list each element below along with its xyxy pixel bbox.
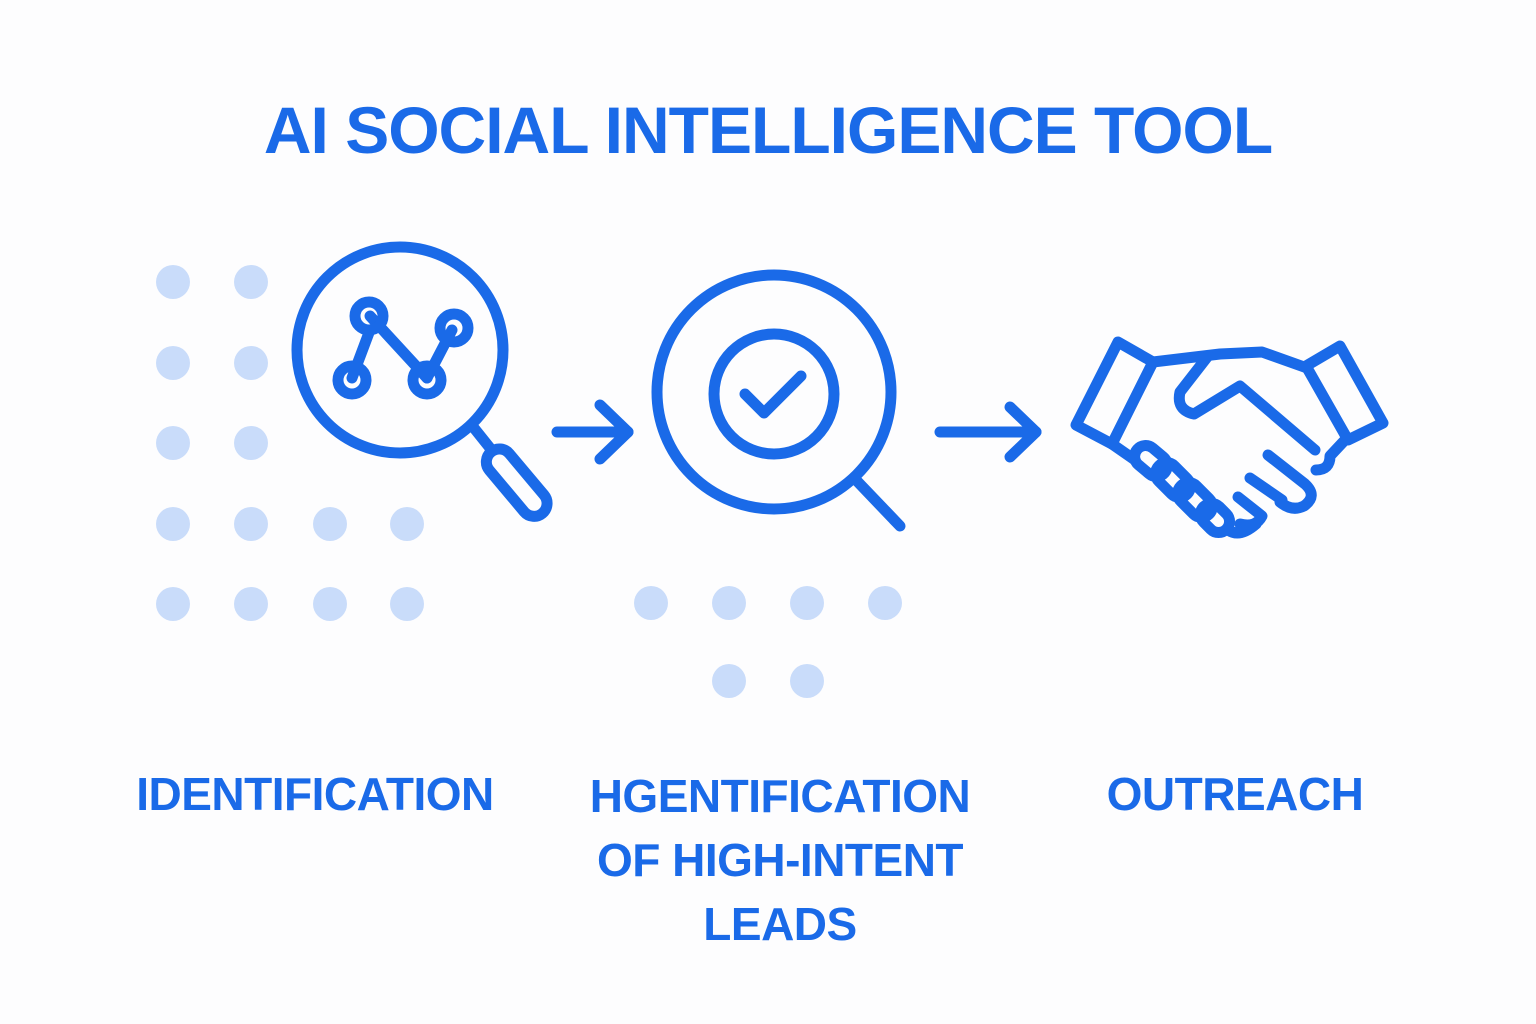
arrow-right-icon (934, 401, 1042, 463)
decorative-dots-center (634, 586, 902, 698)
diagram-title: AI SOCIAL INTELLIGENCE TOOL (263, 93, 1273, 167)
arrow-right-icon (551, 399, 634, 465)
decorative-dots-left (156, 265, 424, 621)
step-label-identification: IDENTIFICATION (136, 768, 494, 820)
handshake-icon (1070, 336, 1389, 539)
step-label-high-intent-leads: HGENTIFICATION OF HIGH-INTENT LEADS (589, 770, 971, 950)
magnifier-check-icon (651, 269, 906, 532)
magnifier-network-icon (291, 241, 553, 522)
step-label-outreach: OUTREACH (1106, 768, 1364, 820)
